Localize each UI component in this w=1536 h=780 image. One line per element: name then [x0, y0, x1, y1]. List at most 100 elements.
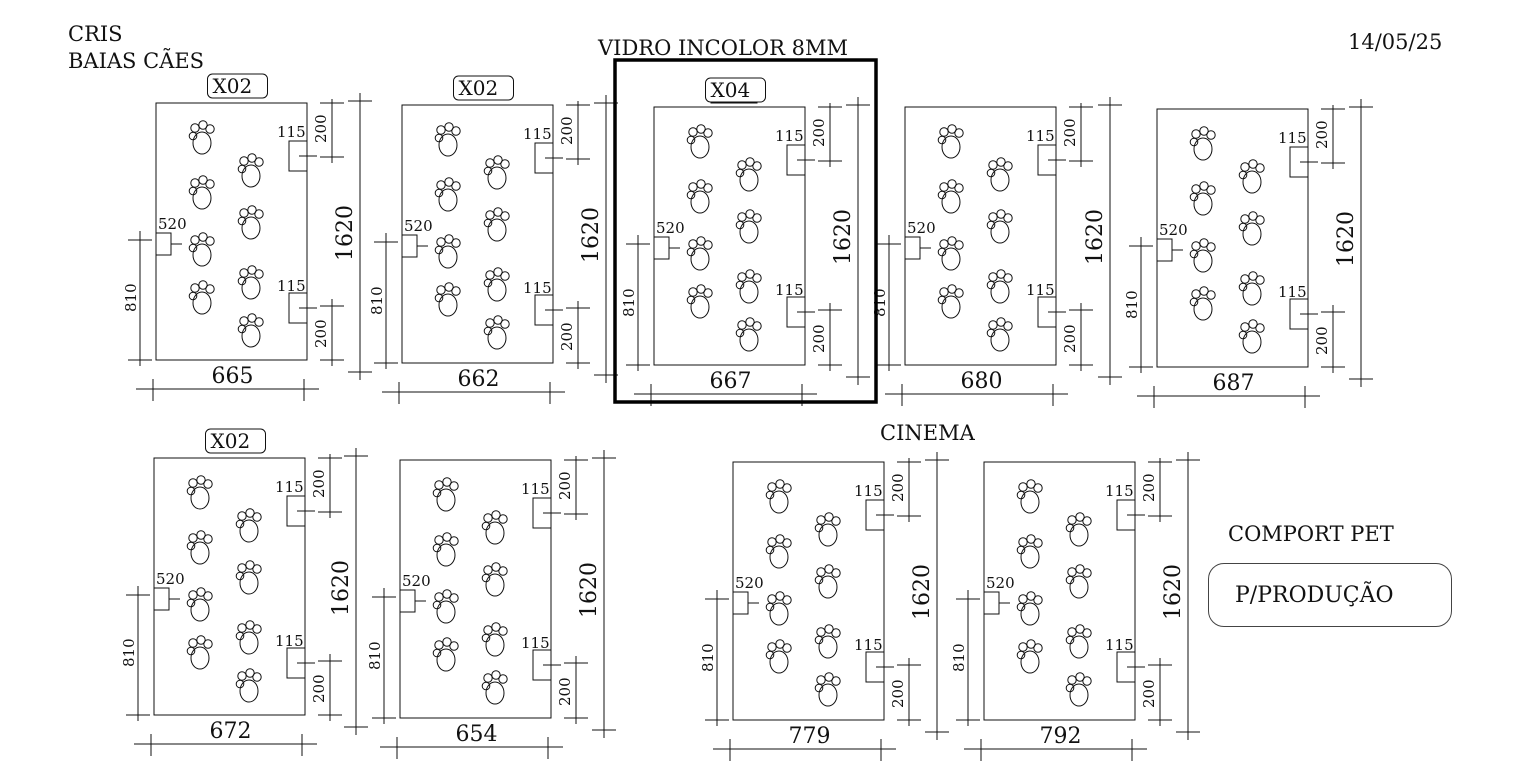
paw-print-icon	[188, 175, 215, 210]
paw-print-icon	[235, 508, 262, 543]
height-dimension-label: 1620	[579, 207, 604, 263]
latch-height-label: 810	[1123, 290, 1141, 319]
quantity-tag	[205, 428, 266, 454]
paw-print-icon	[186, 587, 213, 622]
height-dimension-label: 1620	[577, 562, 602, 618]
paw-print-icon	[765, 479, 792, 514]
latch-position-label: 520	[1159, 221, 1188, 239]
paw-print-icon	[481, 622, 508, 657]
paw-print-icon	[814, 672, 841, 707]
paw-print-icon	[1065, 624, 1092, 659]
paw-print-icon	[432, 589, 459, 624]
latch-position-label: 520	[986, 574, 1015, 592]
hinge-size-label-bottom: 115	[1026, 281, 1055, 299]
paw-print-icon	[483, 267, 510, 302]
panel-outline	[155, 102, 308, 361]
paw-print-icon	[235, 560, 262, 595]
hinge-size-label-top: 115	[523, 125, 552, 143]
height-dimension-label: 1620	[1083, 209, 1108, 265]
paw-print-icon	[186, 475, 213, 510]
quantity-label: X02	[459, 76, 499, 100]
latch-height-label: 810	[366, 641, 384, 670]
paw-print-icon	[434, 177, 461, 212]
paw-print-icon	[1065, 564, 1092, 599]
width-dimension-label: 687	[1213, 371, 1255, 396]
latch-height-label: 810	[368, 286, 386, 315]
hinge-size-label-top: 115	[1105, 482, 1134, 500]
paw-print-icon	[1189, 286, 1216, 321]
width-dimension-label: 792	[1040, 724, 1082, 749]
paw-print-icon	[186, 635, 213, 670]
paw-print-icon	[735, 209, 762, 244]
height-dimension-label: 1620	[831, 209, 856, 265]
paw-print-icon	[686, 124, 713, 159]
latch-position-label: 520	[907, 219, 936, 237]
edge-offset-label-top: 200	[310, 469, 328, 498]
paw-print-icon	[937, 236, 964, 271]
quantity-label: X02	[213, 74, 253, 98]
latch-cutout	[153, 587, 170, 611]
paw-print-icon	[432, 637, 459, 672]
paw-print-icon	[1189, 126, 1216, 161]
latch-cutout	[399, 589, 416, 613]
paw-print-icon	[814, 564, 841, 599]
paw-print-icon	[765, 591, 792, 626]
paw-print-icon	[1238, 211, 1265, 246]
paw-print-icon	[1238, 159, 1265, 194]
panel-outline	[732, 461, 885, 721]
paw-print-icon	[1016, 591, 1043, 626]
paw-print-icon	[434, 122, 461, 157]
latch-cutout	[653, 236, 670, 260]
paw-print-icon	[186, 530, 213, 565]
latch-height-label: 810	[122, 283, 140, 312]
panel-outline	[983, 461, 1136, 721]
paw-print-icon	[1189, 181, 1216, 216]
paw-print-icon	[237, 153, 264, 188]
hinge-size-label-bottom: 115	[523, 279, 552, 297]
edge-offset-label-bottom: 200	[889, 679, 907, 708]
panel-outline	[399, 459, 552, 719]
width-dimension-label: 662	[458, 367, 500, 392]
latch-cutout	[401, 234, 418, 258]
paw-print-icon	[986, 269, 1013, 304]
paw-print-icon	[481, 510, 508, 545]
paw-print-icon	[483, 207, 510, 242]
paw-print-icon	[1065, 672, 1092, 707]
hinge-size-label-bottom: 115	[275, 632, 304, 650]
edge-offset-label-top: 200	[1313, 120, 1331, 149]
paw-print-icon	[1238, 319, 1265, 354]
paw-print-icon	[1189, 238, 1216, 273]
paw-print-icon	[237, 265, 264, 300]
latch-cutout	[732, 591, 749, 615]
paw-print-icon	[735, 269, 762, 304]
latch-height-label: 810	[950, 643, 968, 672]
paw-print-icon	[986, 157, 1013, 192]
selection-highlight-box	[613, 58, 878, 404]
hinge-size-label-top: 115	[521, 480, 550, 498]
paw-print-icon	[483, 155, 510, 190]
width-dimension-label: 672	[210, 719, 252, 744]
latch-position-label: 520	[735, 574, 764, 592]
hinge-size-label-bottom: 115	[854, 636, 883, 654]
edge-offset-label-top: 200	[1061, 118, 1079, 147]
paw-print-icon	[434, 282, 461, 317]
hinge-size-label-top: 115	[854, 482, 883, 500]
hinge-size-label-bottom: 115	[1105, 636, 1134, 654]
hinge-size-label-top: 115	[275, 478, 304, 496]
paw-print-icon	[986, 209, 1013, 244]
paw-print-icon	[1238, 271, 1265, 306]
quantity-tag	[207, 73, 268, 99]
hinge-size-label-bottom: 115	[1278, 283, 1307, 301]
quantity-label: X02	[211, 429, 251, 453]
paw-print-icon	[188, 232, 215, 267]
edge-offset-label-bottom: 200	[558, 322, 576, 351]
paw-print-icon	[986, 317, 1013, 352]
height-dimension-label: 1620	[1161, 564, 1186, 620]
hinge-size-label-top: 115	[1278, 129, 1307, 147]
